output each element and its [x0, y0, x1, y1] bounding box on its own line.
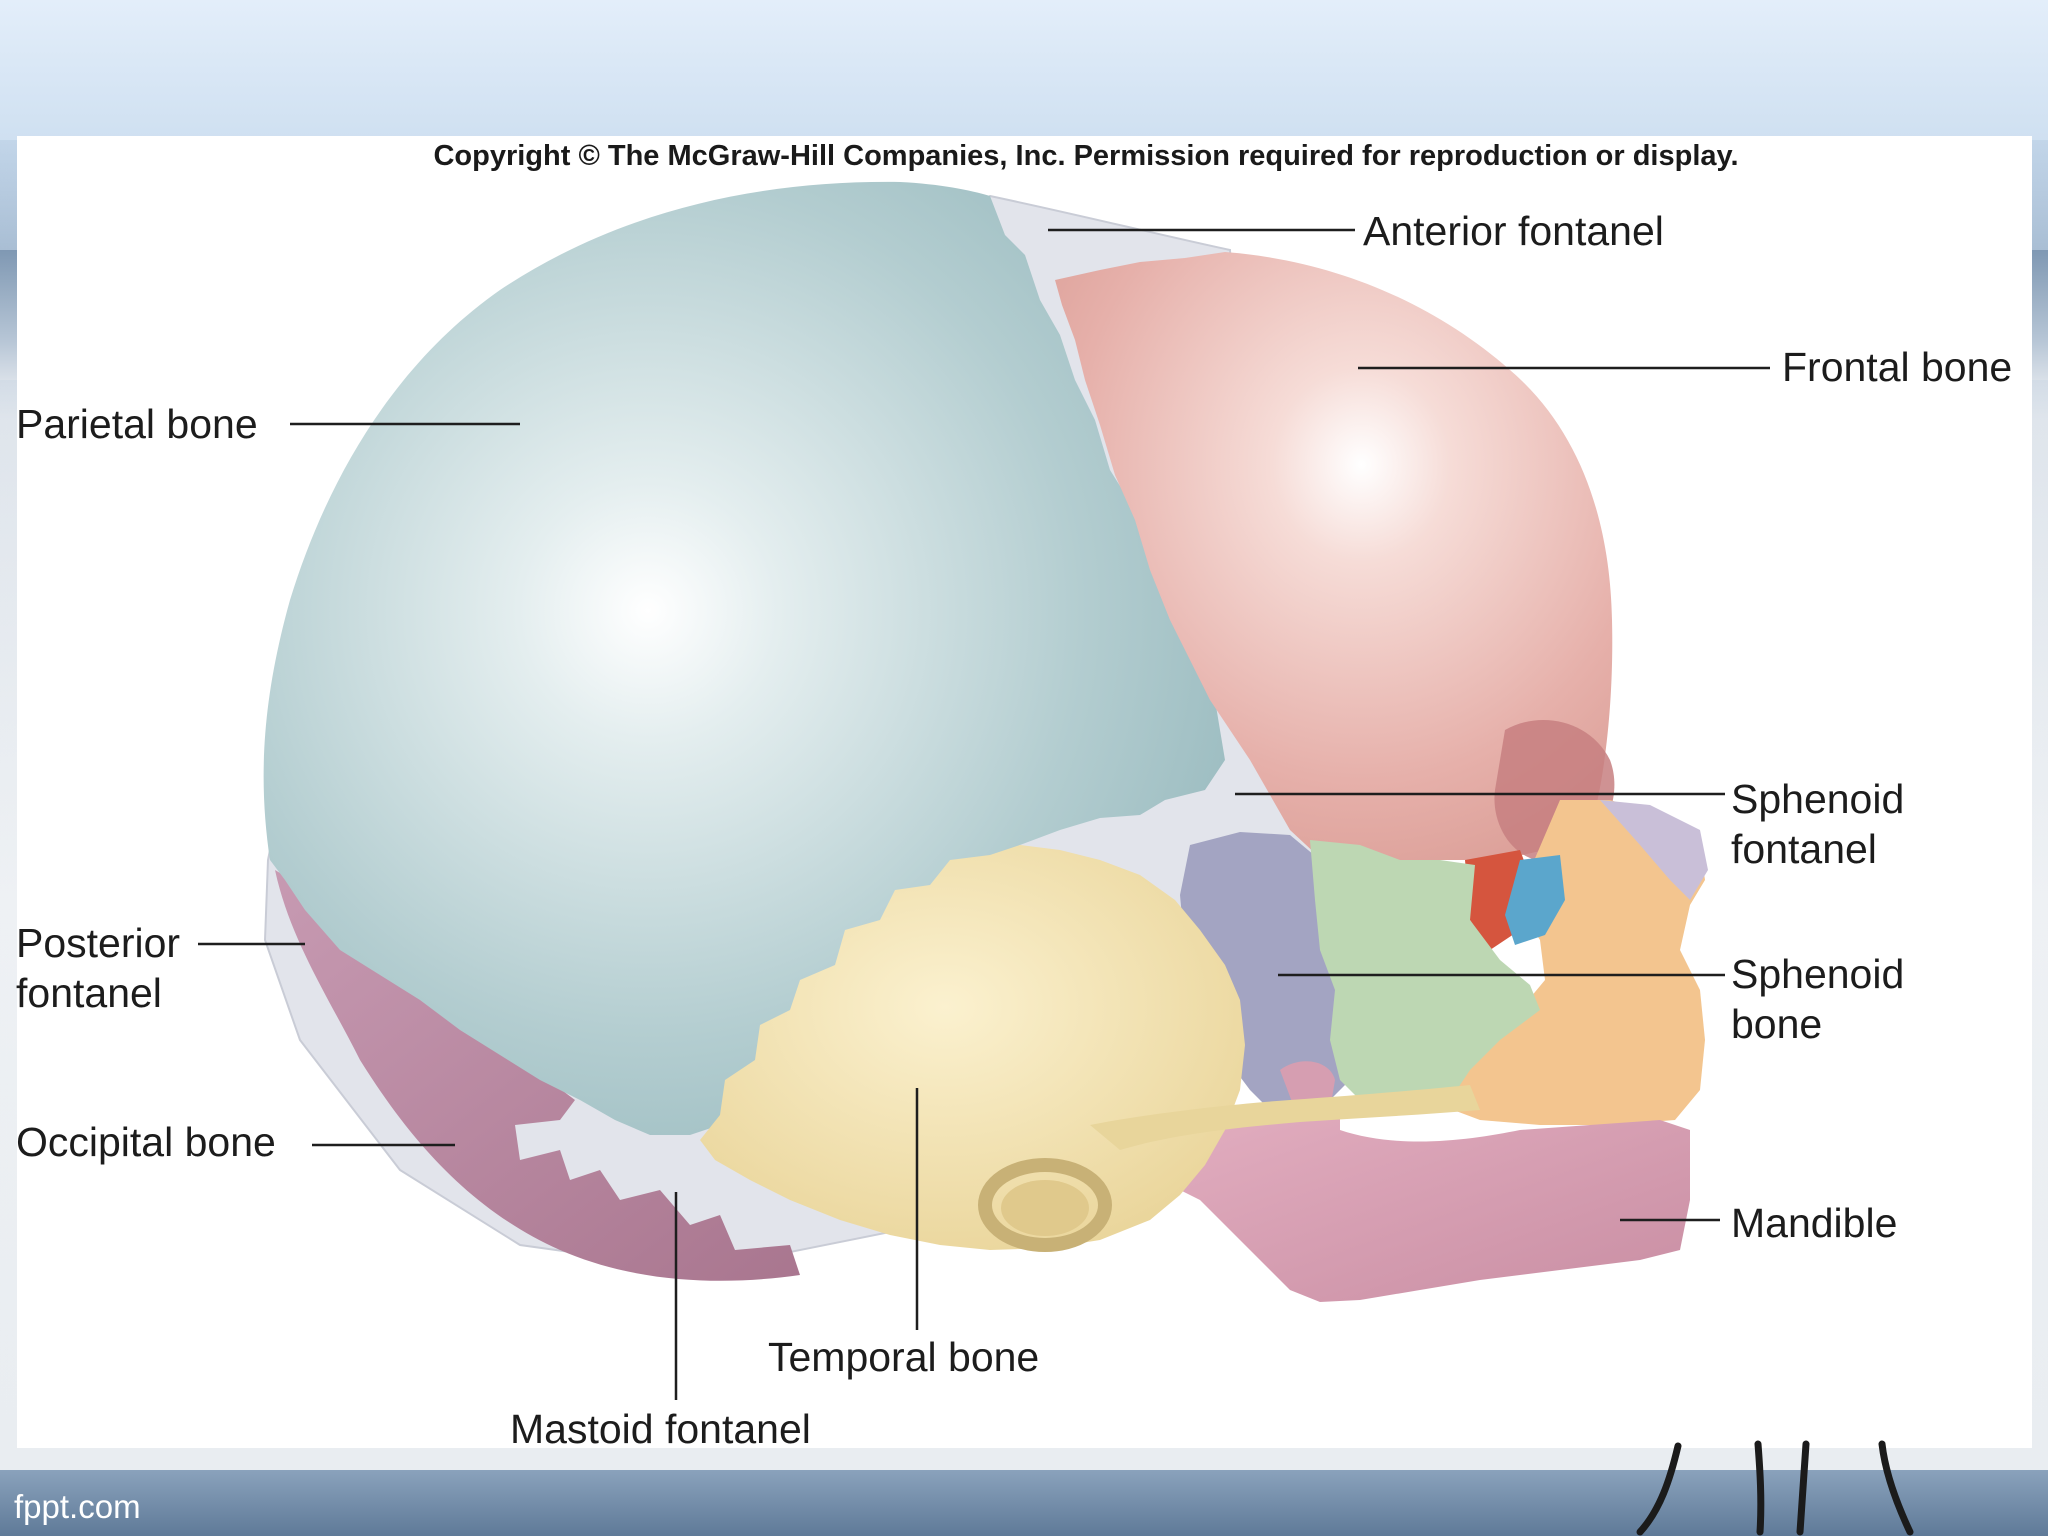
orbit-blue-piece — [1505, 855, 1565, 945]
label-frontal-bone: Frontal bone — [1782, 344, 2013, 390]
label-sphenoid-bone-line1: Sphenoid — [1731, 951, 1905, 997]
copyright-notice: Copyright © The McGraw-Hill Companies, I… — [433, 140, 1739, 172]
label-mandible: Mandible — [1731, 1200, 1898, 1246]
footer-site-text: fppt.com — [14, 1488, 141, 1525]
ear-opening — [1001, 1180, 1089, 1236]
nasal-region — [1600, 800, 1708, 900]
slide-background-top — [0, 0, 2048, 140]
mandible-shape — [1120, 1100, 1690, 1302]
label-posterior-fontanel-line1: Posterior — [16, 920, 181, 966]
label-parietal-bone: Parietal bone — [16, 401, 258, 447]
label-sphenoid-fontanel-line2: fontanel — [1731, 826, 1877, 872]
footer-bar — [0, 1470, 2048, 1536]
label-anterior-fontanel: Anterior fontanel — [1363, 208, 1664, 254]
zygomatic-arch — [1090, 1085, 1480, 1150]
parietal-bone-shape — [263, 181, 1225, 1135]
sphenoid-orange-region — [1440, 800, 1705, 1125]
temporal-bone-shape — [700, 845, 1245, 1250]
label-occipital-bone: Occipital bone — [16, 1119, 276, 1165]
label-posterior-fontanel-line2: fontanel — [16, 970, 162, 1016]
label-sphenoid-fontanel-line1: Sphenoid — [1731, 776, 1905, 822]
label-sphenoid-bone-line2: bone — [1731, 1001, 1823, 1047]
label-temporal-bone: Temporal bone — [768, 1334, 1040, 1380]
frontal-bone-shape — [1055, 252, 1613, 860]
label-mastoid-fontanel: Mastoid fontanel — [510, 1406, 811, 1452]
decorative-trees-icon — [1636, 1440, 1914, 1536]
external-acoustic-ring — [978, 1158, 1112, 1252]
